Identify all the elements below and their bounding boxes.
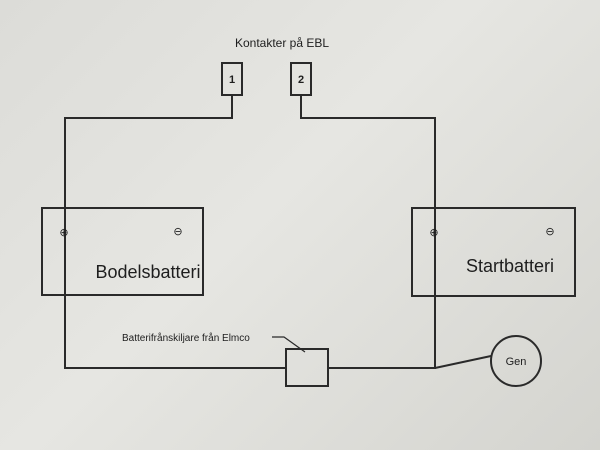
battery-isolator: Batterifrånskiljare från Elmco: [122, 332, 329, 387]
wires: [64, 95, 492, 369]
contact-1: 1: [221, 62, 243, 96]
battery-bodelsbatteri: ⊕ ⊖ Bodelsbatteri: [41, 207, 204, 296]
minus-icon: ⊖: [545, 226, 554, 238]
isolator-label: Batterifrånskiljare från Elmco: [122, 332, 250, 344]
minus-icon: ⊖: [173, 226, 182, 238]
contact-2-label: 2: [298, 74, 304, 86]
contact-2: 2: [290, 62, 312, 96]
diagram-title: Kontakter på EBL: [235, 36, 329, 50]
battery-label: Startbatteri: [466, 256, 554, 276]
generator-label: Gen: [506, 356, 527, 368]
contact-1-label: 1: [229, 74, 235, 86]
generator: Gen: [490, 335, 542, 387]
plus-icon: ⊕: [429, 227, 438, 239]
battery-startbatteri: ⊕ ⊖ Startbatteri: [411, 207, 576, 297]
battery-label: Bodelsbatteri: [95, 262, 200, 282]
plus-icon: ⊕: [59, 227, 68, 239]
